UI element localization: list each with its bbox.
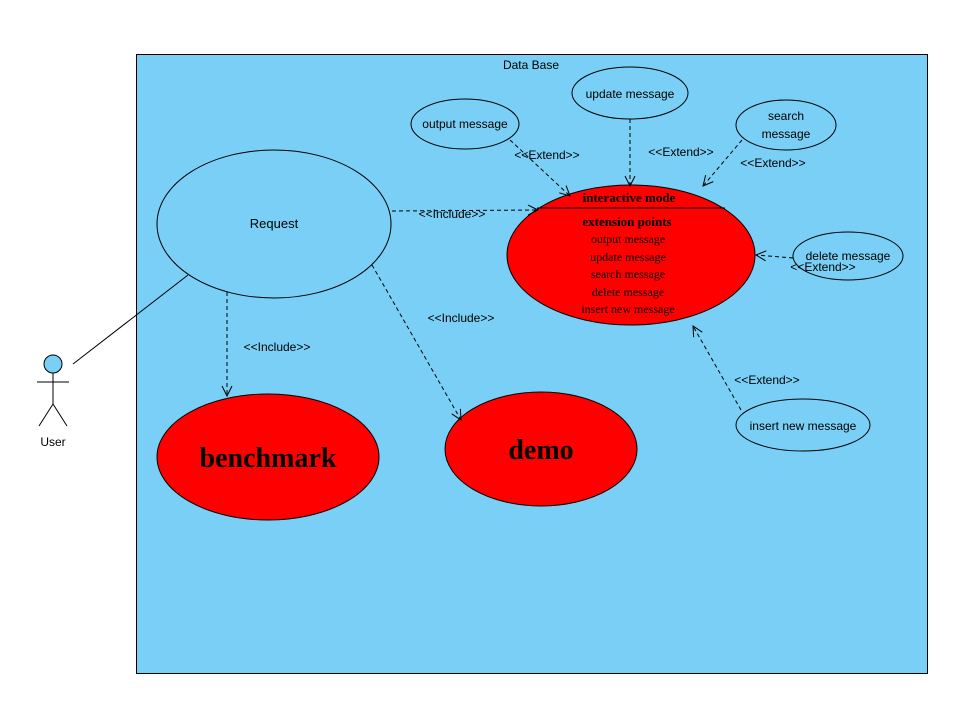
extend-relation-output[interactable]: <<Extend>>	[509, 139, 580, 196]
use-case-delete-message[interactable]: delete message	[792, 231, 904, 281]
use-case-interactive-mode[interactable]: interactive mode extension points output…	[506, 184, 756, 326]
extension-point: search message	[591, 267, 665, 281]
include-relation-interactive[interactable]: <<Include>>	[391, 207, 538, 221]
search-message-label-line2: message	[762, 127, 811, 141]
extend-relation-delete[interactable]: <<Extend>>	[756, 255, 856, 274]
use-case-benchmark[interactable]: benchmark	[156, 393, 380, 521]
extend-relation-insert[interactable]: <<Extend>>	[693, 326, 800, 411]
output-message-label: output message	[422, 117, 508, 131]
extend-label: <<Extend>>	[648, 145, 713, 159]
actor-label: User	[40, 435, 65, 449]
extend-relation-update[interactable]: <<Extend>>	[630, 119, 714, 186]
extend-relation-search[interactable]: <<Extend>>	[703, 139, 806, 186]
include-label: <<Include>>	[428, 311, 495, 325]
include-label: <<Include>>	[244, 340, 311, 354]
use-case-demo[interactable]: demo	[444, 391, 638, 507]
use-case-request-label: Request	[250, 216, 299, 231]
extension-point: output message	[591, 232, 665, 246]
use-case-update-message[interactable]: update message	[571, 66, 689, 120]
include-label: <<Include>>	[419, 207, 486, 221]
include-relation-benchmark[interactable]: <<Include>>	[227, 292, 310, 396]
search-message-label-line1: search	[768, 109, 804, 123]
extend-label: <<Extend>>	[514, 148, 579, 162]
insert-new-message-label: insert new message	[750, 419, 857, 433]
system-title: Data Base	[503, 58, 559, 72]
use-case-output-message[interactable]: output message	[410, 98, 520, 150]
use-case-demo-label: demo	[508, 435, 573, 466]
extend-label: <<Extend>>	[734, 373, 799, 387]
extend-label: <<Extend>>	[740, 156, 805, 170]
use-case-benchmark-label: benchmark	[200, 443, 337, 474]
extension-point: delete message	[592, 285, 664, 299]
actor-user[interactable]: User	[37, 354, 69, 449]
include-relation-demo[interactable]: <<Include>>	[371, 264, 495, 420]
interactive-mode-title: interactive mode	[583, 190, 676, 205]
extension-points-heading: extension points	[582, 214, 671, 229]
extension-point: update message	[590, 250, 666, 264]
use-case-search-message[interactable]: search message	[735, 99, 837, 151]
extension-point: insert new message	[581, 302, 674, 316]
update-message-label: update message	[586, 87, 675, 101]
association-line	[72, 274, 189, 365]
actor-head	[43, 354, 63, 374]
use-case-request[interactable]: Request	[156, 149, 392, 299]
extend-label: <<Extend>>	[790, 260, 855, 274]
use-case-insert-new-message[interactable]: insert new message	[735, 398, 871, 452]
delete-message-label: delete message	[806, 249, 891, 263]
